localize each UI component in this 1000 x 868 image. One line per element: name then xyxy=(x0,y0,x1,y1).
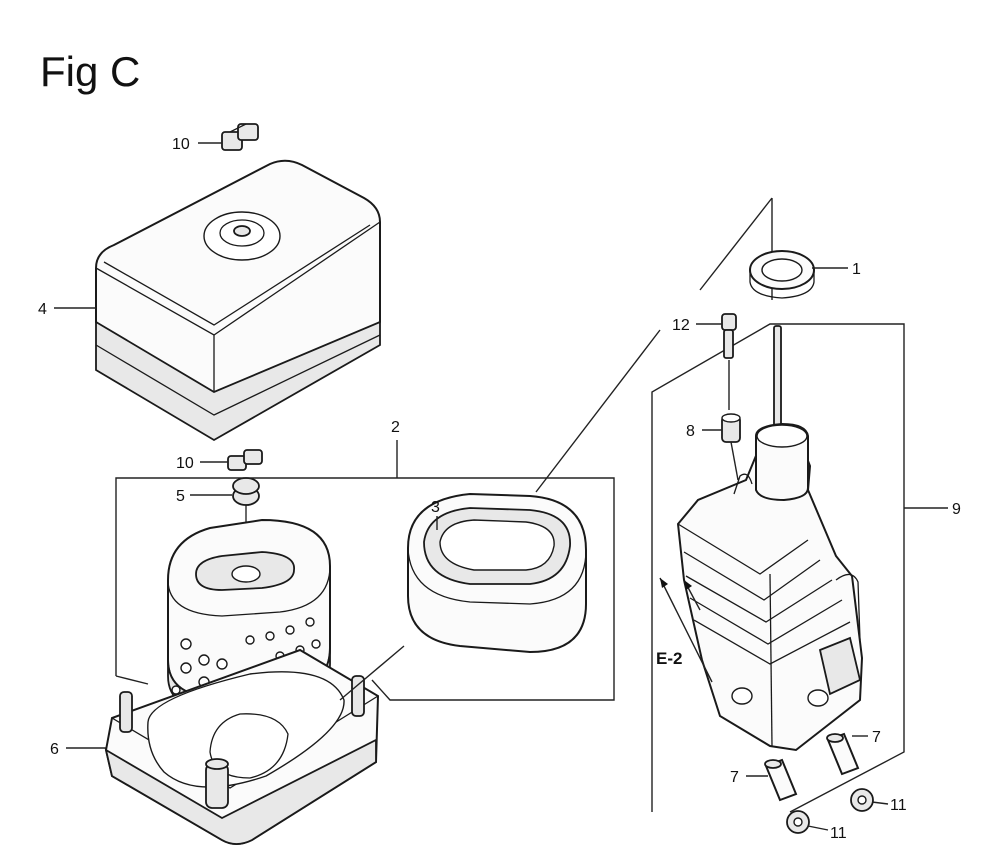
nut-lower xyxy=(227,449,263,471)
callout-1: 1 xyxy=(852,261,861,278)
reference-e2: E-2 xyxy=(656,649,682,668)
callout-8: 8 xyxy=(686,423,695,440)
reference-arrows xyxy=(659,577,713,683)
callout-11-right: 11 xyxy=(890,797,907,814)
callout-10-lower: 10 xyxy=(176,455,194,472)
collar xyxy=(721,413,741,481)
callout-5: 5 xyxy=(176,488,185,505)
callout-7-left: 7 xyxy=(730,769,739,786)
nut-upper xyxy=(221,123,259,151)
tube-left xyxy=(764,758,798,802)
air-cleaner-base xyxy=(104,648,380,845)
grommet xyxy=(232,477,260,560)
bolt xyxy=(721,313,737,410)
callout-3: 3 xyxy=(431,499,440,516)
callout-12: 12 xyxy=(672,317,690,334)
callout-7-right: 7 xyxy=(872,729,881,746)
callout-labels: 1 2 3 4 5 6 7 7 8 9 10 10 11 11 12 E-2 xyxy=(38,136,961,842)
callout-9: 9 xyxy=(952,501,961,518)
tube-right xyxy=(826,732,860,776)
foam-element xyxy=(407,492,587,654)
callout-4: 4 xyxy=(38,301,47,318)
callout-11-left: 11 xyxy=(830,825,847,842)
callout-6: 6 xyxy=(50,741,59,758)
seal-ring xyxy=(749,250,815,299)
figure-title: Fig C xyxy=(40,48,141,95)
callout-2: 2 xyxy=(391,419,400,436)
element-assembly-bracket xyxy=(115,440,615,701)
callout-10-top: 10 xyxy=(172,136,190,153)
air-cleaner-cover xyxy=(95,159,381,442)
air-cleaner-elbow xyxy=(676,422,864,752)
leader-lines xyxy=(54,142,889,831)
nut-right-11 xyxy=(850,788,874,812)
nut-left-11 xyxy=(786,810,810,834)
